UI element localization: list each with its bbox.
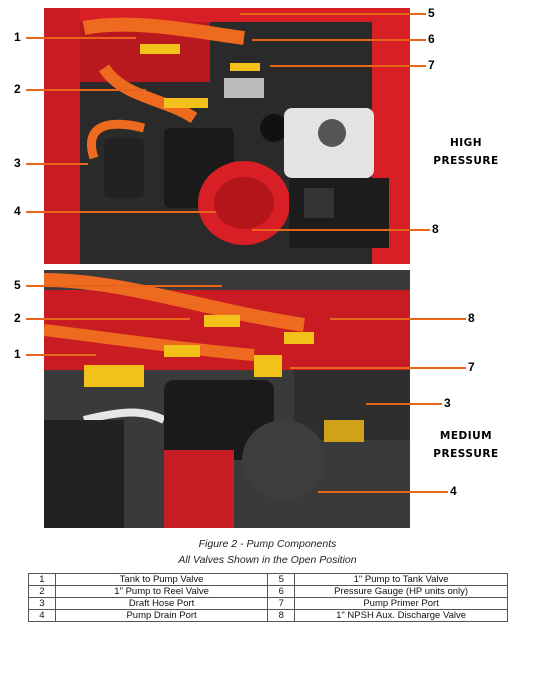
high-pressure-label: HIGH PRESSURE [418, 134, 514, 170]
callout-leader-line [366, 403, 442, 405]
callout-number: 5 [428, 6, 435, 20]
callout-leader-line [26, 163, 88, 165]
callout-leader-line [26, 89, 146, 91]
callout-number: 4 [450, 484, 457, 498]
callout-number: 1 [14, 30, 21, 44]
figure-subtitle: All Valves Shown in the Open Position [178, 554, 357, 566]
callout-number: 3 [14, 156, 21, 170]
legend-number: 3 [28, 597, 56, 610]
table-row: 1 Tank to Pump Valve 5 1" Pump to Tank V… [28, 573, 508, 586]
callout-number: 3 [444, 396, 451, 410]
callout-number: 1 [14, 347, 21, 361]
legend-description: Pump Drain Port [54, 609, 269, 622]
figure-title: Figure 2 - Pump Components [198, 538, 337, 550]
legend-description: Tank to Pump Valve [54, 573, 269, 586]
component-legend-table: 1 Tank to Pump Valve 5 1" Pump to Tank V… [28, 573, 508, 622]
legend-description: 1" Pump to Tank Valve [294, 573, 508, 586]
callout-number: 8 [468, 311, 475, 325]
legend-description: 1" Pump to Reel Valve [54, 585, 269, 598]
table-row: 4 Pump Drain Port 8 1" NPSH Aux. Dischar… [28, 609, 508, 622]
callout-leader-line [26, 211, 216, 213]
legend-number: 6 [267, 585, 296, 598]
callout-number: 4 [14, 204, 21, 218]
legend-number: 1 [28, 573, 56, 586]
callout-leader-line [330, 318, 466, 320]
legend-number: 8 [267, 609, 296, 622]
callout-number: 2 [14, 82, 21, 96]
callout-number: 6 [428, 32, 435, 46]
medium-pressure-pump-photo [44, 270, 410, 528]
legend-description: Pump Primer Port [294, 597, 508, 610]
table-row: 2 1" Pump to Reel Valve 6 Pressure Gauge… [28, 585, 508, 598]
callout-leader-line [270, 65, 426, 67]
callout-leader-line [318, 491, 448, 493]
callout-number: 5 [14, 278, 21, 292]
callout-leader-line [26, 37, 136, 39]
high-pressure-pump-photo [44, 8, 410, 264]
legend-number: 7 [267, 597, 296, 610]
legend-description: Pressure Gauge (HP units only) [294, 585, 508, 598]
label-line: MEDIUM [439, 430, 493, 442]
table-row: 3 Draft Hose Port 7 Pump Primer Port [28, 597, 508, 610]
callout-number: 7 [468, 360, 475, 374]
callout-leader-line [26, 285, 222, 287]
callout-leader-line [290, 367, 466, 369]
legend-description: 1" NPSH Aux. Discharge Valve [294, 609, 508, 622]
label-line: PRESSURE [433, 448, 499, 460]
label-line: PRESSURE [433, 155, 499, 167]
callout-leader-line [252, 39, 426, 41]
legend-number: 2 [28, 585, 56, 598]
callout-leader-line [240, 13, 426, 15]
medium-pressure-label: MEDIUM PRESSURE [418, 427, 514, 463]
callout-number: 8 [432, 222, 439, 236]
callout-leader-line [26, 354, 96, 356]
callout-number: 2 [14, 311, 21, 325]
label-line: HIGH [449, 137, 483, 149]
callout-leader-line [26, 318, 190, 320]
legend-description: Draft Hose Port [54, 597, 269, 610]
legend-number: 4 [28, 609, 56, 622]
callout-number: 7 [428, 58, 435, 72]
legend-number: 5 [267, 573, 296, 586]
callout-leader-line [252, 229, 430, 231]
